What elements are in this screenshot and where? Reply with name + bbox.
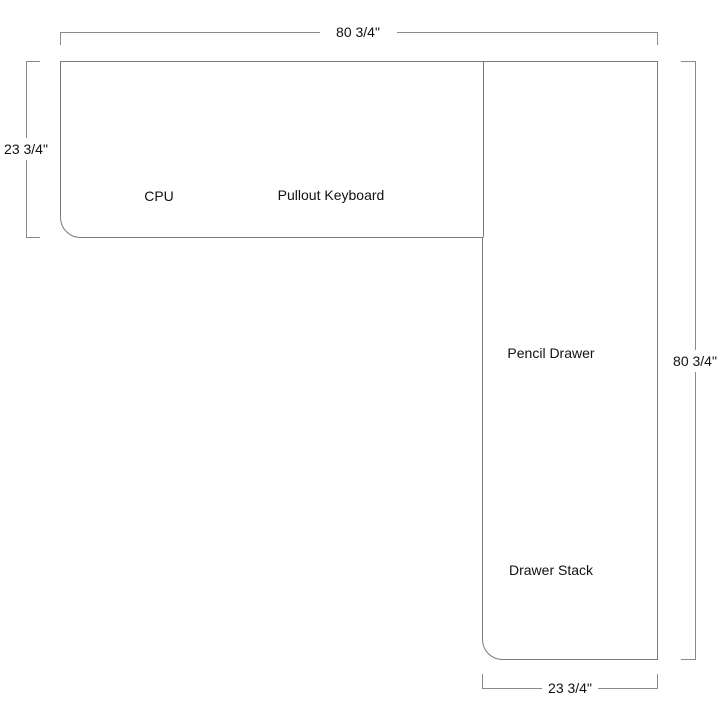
top-dimension-label: 80 3/4" [336,24,380,40]
drawer-stack-label: Drawer Stack [509,562,594,578]
pullout-keyboard-label: Pullout Keyboard [278,187,385,203]
bottom-dimension-label: 23 3/4" [548,680,592,696]
right-dimension: 80 3/4" [673,61,717,660]
top-dimension: 80 3/4" [60,24,658,45]
bottom-dimension: 23 3/4" [482,674,658,696]
pencil-drawer-label: Pencil Drawer [507,345,594,361]
cpu-label: CPU [144,188,174,204]
left-dimension-label: 23 3/4" [4,141,48,157]
desk-outline [60,61,658,660]
left-dimension: 23 3/4" [4,61,48,238]
right-dimension-label: 80 3/4" [673,353,717,369]
